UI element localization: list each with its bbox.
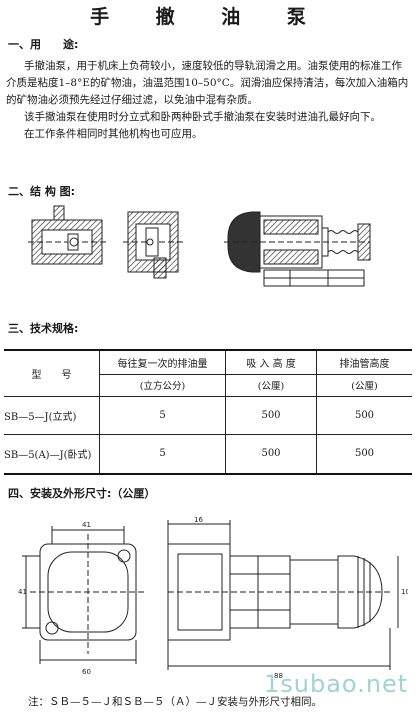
header-col3: 排油管高度 xyxy=(316,349,412,375)
watermark: 1subao.net xyxy=(264,670,409,698)
row-2-v2: 500 xyxy=(225,433,317,475)
table-row: SB—5—J(立式) 5 500 500 xyxy=(4,395,412,435)
header-col3-unit: (公厘) xyxy=(316,373,412,397)
section-heading-install: 四、安装及外形尺寸:（公厘） xyxy=(8,487,156,500)
dimension-label: 41 xyxy=(18,588,27,596)
section-view-3 xyxy=(224,211,371,287)
usage-paragraph-2: 该手撤油泵在使用时分立式和卧两种卧式手撤油泵在安装时进油孔最好向下。 xyxy=(24,111,381,123)
page-title: 手 撤 油 泵 xyxy=(90,6,326,28)
dimension-label: 41 xyxy=(82,521,91,529)
row-2-model: SB—5(A)—J(卧式) xyxy=(4,433,100,475)
header-model: 型 号 xyxy=(4,349,100,397)
table-header-row-2: (立方公分) (公厘) (公厘) xyxy=(4,373,412,397)
installation-drawing: 41 60 41 16 88 10 xyxy=(18,516,408,680)
row-1-v1: 5 xyxy=(99,395,226,435)
header-col1-unit: (立方公分) xyxy=(99,373,226,397)
usage-paragraph-3: 在工作条件相同时其他机构也可应用。 xyxy=(24,128,203,140)
row-1-v3: 500 xyxy=(316,395,412,435)
row-1-v2: 500 xyxy=(225,395,317,435)
mount-hole-icon xyxy=(117,549,131,563)
dimension-label: 60 xyxy=(82,668,91,676)
row-2-v3: 500 xyxy=(316,433,412,475)
structure-drawing xyxy=(28,205,371,287)
mount-hole-icon xyxy=(45,621,59,635)
dimension-label: 88 xyxy=(274,672,283,680)
usage-paragraph-1: 手撤油泵，用于机床上负荷较小，速度较低的导轨润滑之用。油泵使用的标准工作介质是粘… xyxy=(6,60,409,106)
knob-dome xyxy=(337,555,383,629)
section-heading-usage: 一、用 途: xyxy=(8,38,79,51)
section-heading-structure: 二、结 构 图: xyxy=(8,185,76,198)
section-heading-specs: 三、技术规格: xyxy=(8,322,79,335)
row-2-v1: 5 xyxy=(99,433,226,475)
section-view-1 xyxy=(28,205,108,265)
table-header-row-1: 型 号 每往复一次的排油量 吸 入 高 度 排油管高度 xyxy=(4,349,412,397)
usage-text: 手撤油泵，用于机床上负荷较小，速度较低的导轨润滑之用。油泵使用的标准工作介质是粘… xyxy=(6,58,410,143)
spec-table: 型 号 每往复一次的排油量 吸 入 高 度 排油管高度 (立方公分) (公厘) … xyxy=(4,349,412,475)
header-col1: 每往复一次的排油量 xyxy=(99,349,226,375)
footnote: 注：ＳＢ—５—Ｊ和ＳＢ—５（Ａ）—Ｊ安装与外形尺寸相同。 xyxy=(28,696,322,708)
table-row: SB—5(A)—J(卧式) 5 500 500 xyxy=(4,433,412,475)
row-1-model: SB—5—J(立式) xyxy=(4,395,100,435)
header-col2: 吸 入 高 度 xyxy=(225,349,317,375)
dimension-label: 10 xyxy=(401,588,408,596)
dimension-label: 16 xyxy=(194,516,203,524)
header-col2-unit: (公厘) xyxy=(225,373,317,397)
section-view-2 xyxy=(123,211,183,279)
